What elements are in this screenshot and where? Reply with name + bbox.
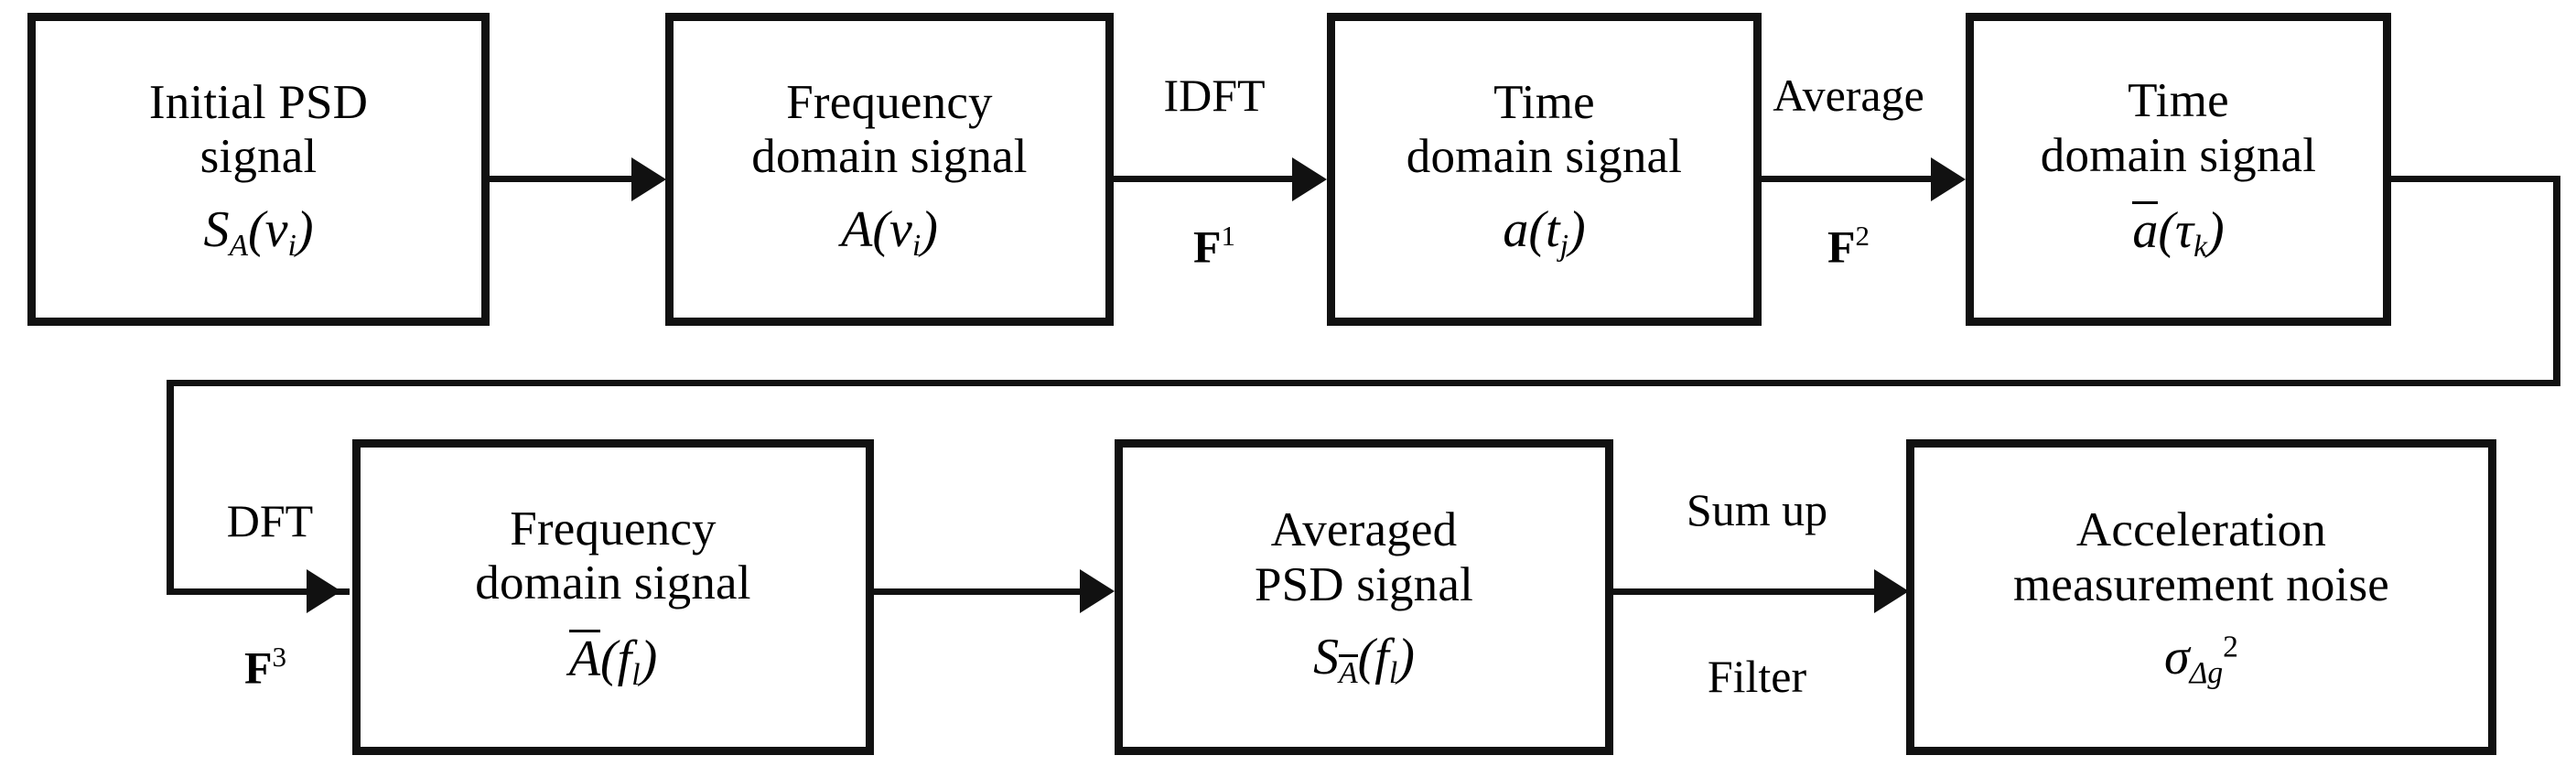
node-title: Frequency domain signal [751, 75, 1028, 184]
edge-n3-n4-line [1762, 176, 1935, 182]
edge-n5-n6-line [874, 588, 1084, 595]
edge-n3-n4-label-above: Average [1773, 70, 1924, 121]
node-title: Averaged PSD signal [1254, 503, 1474, 611]
feedback-line-left-vertical [167, 380, 174, 595]
node-title: Time domain signal [2040, 74, 2317, 182]
node-formula: σΔg2 [2164, 629, 2238, 691]
node-title: Acceleration measurement noise [2012, 503, 2390, 611]
edge-n2-n3-line [1114, 176, 1297, 182]
node-title: Time domain signal [1406, 75, 1683, 184]
edge-n1-n2-arrowhead [631, 157, 666, 201]
node-acceleration-measurement-noise[interactable]: Acceleration measurement noise σΔg2 [1906, 439, 2496, 755]
edge-n4-n5-label-below: F3 [243, 641, 287, 694]
node-frequency-domain-signal-a-bar[interactable]: Frequency domain signal A(fl) [352, 439, 874, 755]
node-initial-psd-signal[interactable]: Initial PSD signal SA(vi) [27, 13, 490, 326]
edge-n6-n7-label-below: Filter [1707, 651, 1807, 702]
edge-n5-n6-arrowhead [1080, 569, 1115, 613]
edge-n2-n3-label-above: IDFT [1163, 70, 1266, 121]
edge-n4-n5-line [167, 588, 350, 595]
edge-n6-n7-line [1613, 588, 1879, 595]
node-formula: A(vi) [841, 200, 938, 263]
feedback-line-right-vertical [2553, 176, 2560, 386]
node-averaged-psd-signal[interactable]: Averaged PSD signal SA(fl) [1115, 439, 1613, 755]
node-formula: SA(vi) [203, 200, 314, 263]
node-title: Initial PSD signal [148, 75, 369, 184]
edge-n4-n5-arrowhead [307, 569, 341, 613]
feedback-line-bottom [167, 380, 2560, 386]
edge-n1-n2-line [490, 176, 636, 182]
edge-n3-n4-arrowhead [1931, 157, 1966, 201]
feedback-line-top [2391, 176, 2560, 182]
edge-n2-n3-arrowhead [1292, 157, 1327, 201]
edge-n6-n7-arrowhead [1874, 569, 1909, 613]
node-formula: A(fl) [568, 629, 658, 692]
node-frequency-domain-signal-a[interactable]: Frequency domain signal A(vi) [665, 13, 1114, 326]
node-time-domain-signal-a-bar[interactable]: Time domain signal a(τk) [1966, 13, 2391, 326]
edge-n2-n3-label-below: F1 [1192, 220, 1236, 273]
node-time-domain-signal-a[interactable]: Time domain signal a(tj) [1327, 13, 1762, 326]
edge-n3-n4-label-below: F2 [1827, 220, 1870, 273]
edge-n4-n5-label-above: DFT [226, 495, 314, 546]
node-formula: a(τk) [2132, 201, 2225, 264]
node-formula: SA(fl) [1313, 629, 1415, 691]
node-formula: a(tj) [1503, 200, 1586, 263]
node-title: Frequency domain signal [475, 502, 751, 610]
edge-n6-n7-label-above: Sum up [1686, 484, 1828, 535]
